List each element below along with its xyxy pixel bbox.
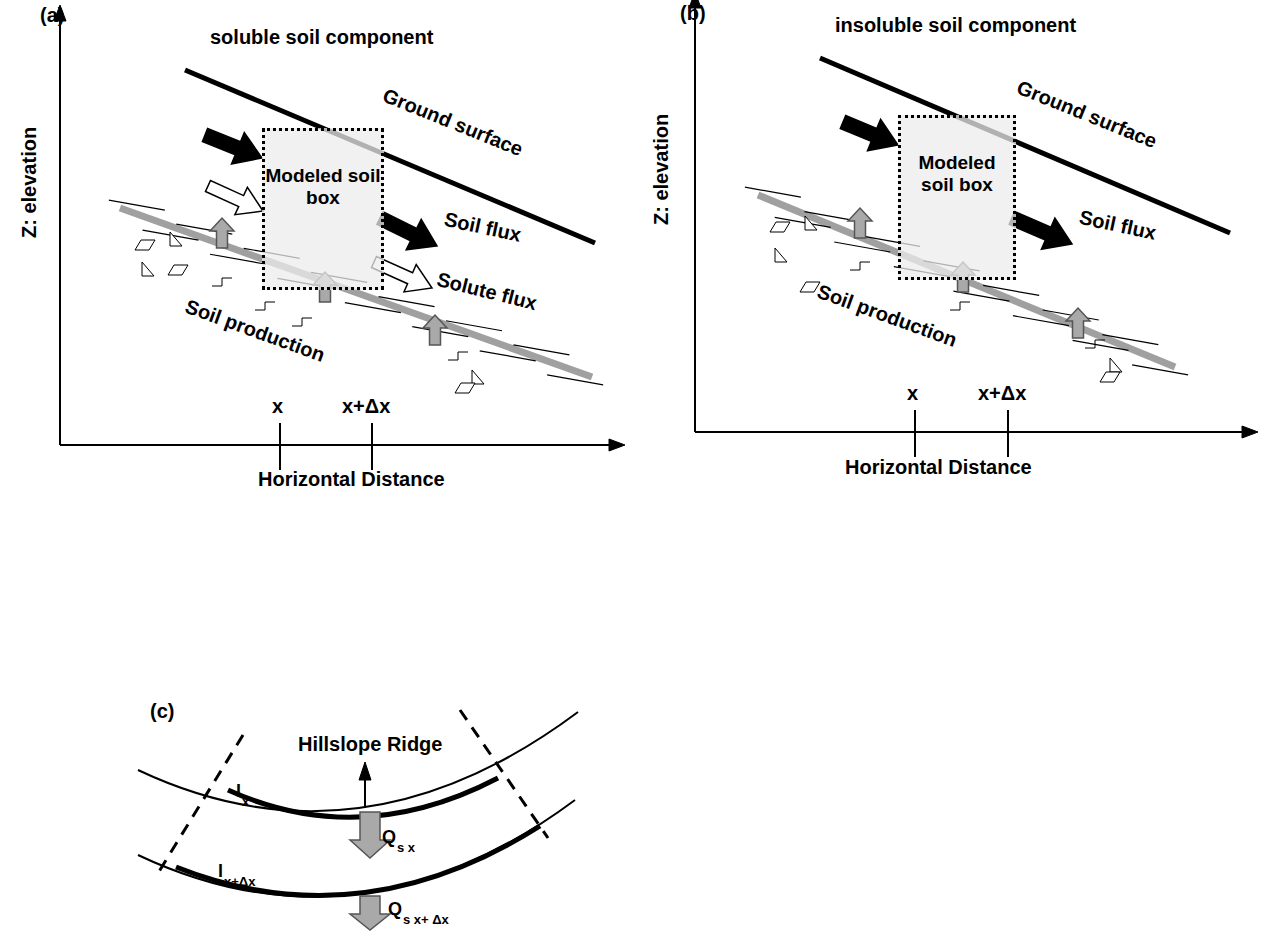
rock-fragment — [212, 278, 232, 286]
rock-fragment — [950, 302, 970, 310]
flow-boundary — [460, 710, 548, 838]
subscript: s x — [397, 841, 415, 855]
box-label: Modeled soil box — [265, 165, 381, 209]
rock-fracture — [1073, 340, 1129, 350]
subscript: s x+ Δx — [403, 913, 449, 927]
rock-fracture — [834, 242, 890, 252]
rock-fragment — [448, 352, 468, 360]
rock-fracture — [345, 303, 401, 313]
rock-fragment — [472, 370, 484, 384]
solute-flux-arrow — [206, 181, 264, 215]
tick-label: x+Δx — [978, 382, 1026, 404]
soil-flux-arrow — [840, 116, 898, 151]
surface-label: Ground surface — [380, 84, 526, 160]
soil-flux-arrow — [1009, 212, 1072, 250]
rock-fracture — [983, 285, 1039, 295]
process-label: Soil production — [814, 280, 959, 351]
axis-label: Z: elevation — [18, 127, 40, 238]
flux-symbol: Q — [388, 900, 402, 920]
soil-flux-arrow — [202, 129, 262, 165]
panel-letter: (a) — [40, 4, 64, 26]
component-title: insoluble soil component — [835, 14, 1076, 36]
rock-fragment — [1110, 358, 1122, 372]
rock-fragment — [255, 302, 275, 310]
soil-flux-arrow — [377, 212, 437, 250]
rock-fragment — [292, 318, 312, 326]
axis-arrowhead — [1242, 426, 1258, 438]
flux-label: Soil flux — [442, 208, 523, 246]
ground-surface-line — [820, 58, 1230, 233]
ridge-label: Hillslope Ridge — [298, 733, 442, 755]
soil-production-arrow — [1066, 308, 1090, 338]
tick-label: x+Δx — [342, 395, 390, 417]
rock-fragment — [455, 383, 475, 393]
rock-fragment — [770, 222, 790, 232]
rock-fragment — [168, 265, 188, 275]
rock-fragment — [805, 216, 817, 230]
panel-letter: (b) — [680, 2, 706, 24]
soil-box: Modeled soil box — [898, 115, 1016, 280]
length-symbol: l — [236, 782, 241, 802]
rock-fracture — [109, 200, 165, 210]
rock-fracture — [1013, 316, 1069, 326]
rock-fragment — [775, 248, 787, 262]
rock-fracture — [745, 187, 801, 197]
rock-fracture — [1132, 365, 1188, 375]
soil-production-arrow — [848, 208, 872, 238]
surface-label: Ground surface — [1014, 76, 1160, 152]
tick-label: x — [907, 382, 918, 404]
flux-symbol: Q — [382, 828, 396, 848]
axis-label: Horizontal Distance — [258, 468, 445, 490]
ridge-arrowhead — [359, 762, 371, 780]
ridge-arrow-shaft — [364, 778, 366, 808]
panel-letter: (c) — [150, 700, 174, 722]
rock-fragment — [1085, 340, 1105, 348]
rock-fracture — [446, 321, 502, 331]
axis-arrowhead — [609, 439, 625, 451]
rock-fracture — [480, 351, 536, 361]
axis-label: Z: elevation — [650, 114, 672, 225]
axis-tick — [1007, 410, 1009, 457]
flux-label: Soil flux — [1077, 206, 1158, 244]
rock-fracture — [210, 254, 266, 264]
flow-boundary — [155, 735, 243, 878]
axis-tick — [279, 423, 281, 470]
soil-production-arrow — [423, 315, 447, 345]
rock-fragment — [850, 262, 870, 270]
sediment-flux-arrow — [350, 896, 390, 930]
axis-tick — [914, 410, 916, 457]
rock-fragment — [142, 262, 154, 276]
subscript: x — [242, 795, 249, 809]
axis-label: Horizontal Distance — [845, 456, 1032, 478]
box-label: Modeled soil box — [901, 152, 1013, 196]
length-symbol: l — [218, 862, 223, 882]
rock-fracture — [513, 345, 569, 355]
flux-label: Solute flux — [435, 268, 540, 314]
rock-fracture — [379, 297, 435, 307]
soil-production-arrow — [210, 218, 234, 248]
hillslope-width-segment — [176, 826, 540, 895]
component-title: soluble soil component — [210, 26, 433, 48]
rock-fragment — [170, 232, 182, 246]
axis-tick — [371, 423, 373, 470]
contour-line — [138, 800, 575, 897]
rock-fragment — [135, 240, 155, 250]
subscript: x+Δx — [224, 875, 255, 889]
rock-fracture — [1102, 335, 1158, 345]
y-axis — [59, 17, 61, 445]
rock-fragment — [1100, 372, 1120, 382]
process-label: Soil production — [182, 295, 327, 366]
tick-label: x — [272, 395, 283, 417]
x-axis — [695, 431, 1244, 433]
y-axis — [694, 4, 696, 432]
x-axis — [60, 444, 611, 446]
rock-fracture — [547, 375, 603, 385]
soil-box: Modeled soil box — [262, 128, 384, 290]
